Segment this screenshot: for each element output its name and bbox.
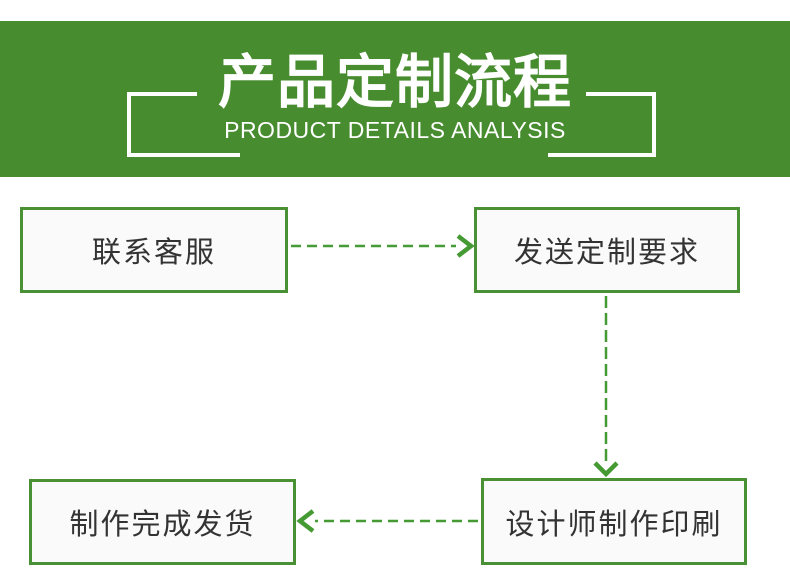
header-banner — [0, 21, 790, 177]
page-subtitle: PRODUCT DETAILS ANALYSIS — [224, 117, 566, 143]
subtitle-right-line-decoration — [548, 153, 656, 157]
flow-step-label: 发送定制要求 — [513, 237, 700, 269]
flow-step-contact-customer-service: 联系客服 — [20, 207, 288, 293]
flow-step-label: 设计师制作印刷 — [505, 508, 723, 541]
flow-step-send-custom-requirements: 发送定制要求 — [474, 207, 740, 293]
flow-step-designer-makes-print: 设计师制作印刷 — [481, 478, 747, 565]
flow-step-label: 联系客服 — [91, 237, 216, 269]
flow-step-finish-and-ship: 制作完成发货 — [29, 479, 296, 565]
page-title: 产品定制流程 — [217, 50, 572, 115]
title-bracket-right-decoration — [586, 92, 656, 156]
title-bracket-left-decoration — [127, 92, 197, 156]
flow-step-label: 制作完成发货 — [69, 509, 256, 541]
arrow-down-icon — [593, 296, 619, 478]
arrow-right-icon — [291, 234, 475, 258]
subtitle-left-line-decoration — [127, 153, 240, 157]
arrow-left-icon — [296, 509, 478, 533]
